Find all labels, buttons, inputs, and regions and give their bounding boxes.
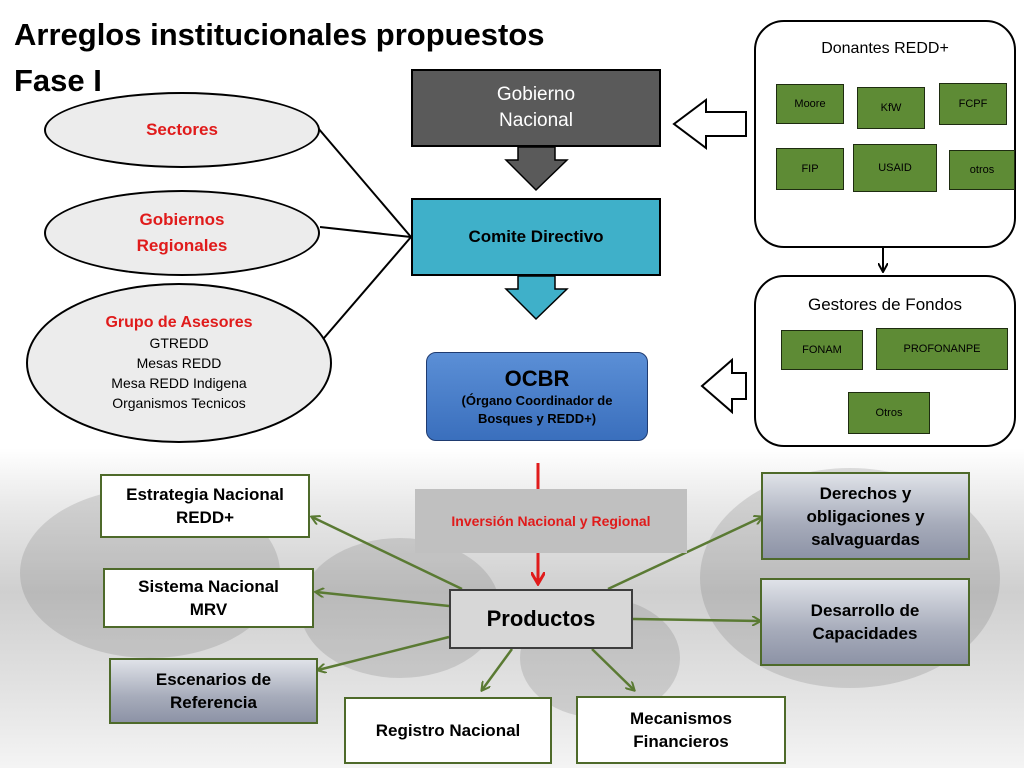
sectores-label: Sectores xyxy=(146,120,218,139)
asesores-item: Organismos Tecnicos xyxy=(112,395,246,411)
donor-usaid: USAID xyxy=(853,144,937,192)
donor-moore: Moore xyxy=(776,84,844,124)
donor-kfw: KfW xyxy=(857,87,925,129)
gestores-panel: Gestores de Fondos FONAM PROFONANPE Otro… xyxy=(754,275,1016,447)
ocbr-box: OCBR (Órgano Coordinador de Bosques y RE… xyxy=(426,352,648,441)
donor-fcpf: FCPF xyxy=(939,83,1007,125)
line-gobiernos-comite xyxy=(319,226,412,238)
title-line-1: Arreglos institucionales propuestos xyxy=(14,17,545,52)
asesores-heading: Grupo de Asesores xyxy=(105,314,253,331)
arrow-to-derechos xyxy=(607,517,762,591)
line-sectores-comite xyxy=(317,127,412,238)
derechos-line-1: Derechos y xyxy=(819,483,912,503)
desarrollo-line-1: Desarrollo de xyxy=(810,601,920,620)
output-estrategia: Estrategia Nacional REDD+ xyxy=(100,474,310,538)
arrow-to-estrategia xyxy=(312,517,463,591)
escenarios-line-1: Escenarios de xyxy=(155,670,272,689)
arrow-comite-ocbr xyxy=(504,275,569,321)
mecanismos-line-1: Mecanismos xyxy=(629,709,733,728)
arrow-to-sistema xyxy=(316,592,450,608)
estrategia-line-1: Estrategia Nacional xyxy=(126,485,284,504)
page-title: Arreglos institucionales propuestos Fase… xyxy=(14,12,545,104)
gobierno-nacional-box: Gobierno Nacional xyxy=(411,69,661,147)
ocbr-title: OCBR xyxy=(504,365,570,391)
ellipse-grupo-asesores: Grupo de Asesores GTREDD Mesas REDD Mesa… xyxy=(26,283,332,443)
output-mecanismos: Mecanismos Financieros xyxy=(576,696,786,764)
escenarios-line-2: Referencia xyxy=(170,693,257,712)
gestores-heading: Gestores de Fondos xyxy=(807,295,963,314)
arrow-gestores-ocbr xyxy=(700,357,747,415)
productos-box: Productos xyxy=(449,589,633,649)
ocbr-line-2: Bosques y REDD+) xyxy=(477,410,597,426)
registro-label: Registro Nacional xyxy=(375,721,521,740)
output-escenarios: Escenarios de Referencia xyxy=(109,658,318,724)
ellipse-sectores: Sectores xyxy=(44,92,320,168)
title-line-2: Fase I xyxy=(14,63,102,98)
sistema-line-1: Sistema Nacional xyxy=(138,577,279,596)
line-asesores-comite xyxy=(317,236,412,346)
output-desarrollo: Desarrollo de Capacidades xyxy=(760,578,970,666)
derechos-line-3: salvaguardas xyxy=(811,529,920,549)
gestor-fonam: FONAM xyxy=(781,330,863,370)
output-registro: Registro Nacional xyxy=(344,697,552,764)
ellipse-gobiernos-regionales: Gobiernos Regionales xyxy=(44,190,320,276)
gobierno-line-1: Gobierno xyxy=(496,84,576,105)
donantes-panel: Donantes REDD+ Moore KfW FCPF FIP USAID … xyxy=(754,20,1016,248)
estrategia-line-2: REDD+ xyxy=(175,508,235,527)
sistema-line-2: MRV xyxy=(189,600,228,619)
gobierno-line-2: Nacional xyxy=(499,110,573,131)
comite-label: Comite Directivo xyxy=(468,227,604,246)
derechos-line-2: obligaciones y xyxy=(806,506,925,526)
gobiernos-line-1: Gobiernos xyxy=(139,210,225,229)
output-sistema: Sistema Nacional MRV xyxy=(103,568,314,628)
gestor-otros: Otros xyxy=(848,392,930,434)
output-derechos: Derechos y obligaciones y salvaguardas xyxy=(761,472,970,560)
asesores-item: Mesa REDD Indigena xyxy=(111,375,247,391)
donantes-heading: Donantes REDD+ xyxy=(821,40,949,57)
inversion-label: Inversión Nacional y Regional xyxy=(451,513,651,529)
inversion-box: Inversión Nacional y Regional xyxy=(415,489,687,553)
arrow-to-escenarios xyxy=(318,635,450,670)
arrow-to-mecanismos xyxy=(591,648,634,690)
asesores-item: Mesas REDD xyxy=(136,355,222,371)
donor-fip: FIP xyxy=(776,148,844,190)
arrow-gobierno-comite xyxy=(504,146,569,192)
arrow-to-registro xyxy=(482,648,514,690)
donor-otros: otros xyxy=(949,150,1015,190)
asesores-item: GTREDD xyxy=(149,335,209,351)
arrow-to-desarrollo xyxy=(632,619,760,621)
ocbr-line-1: (Órgano Coordinador de xyxy=(461,392,613,408)
gestor-profonanpe: PROFONANPE xyxy=(876,328,1008,370)
mecanismos-line-2: Financieros xyxy=(633,732,729,751)
gobiernos-line-2: Regionales xyxy=(136,236,228,255)
arrow-donantes-gobierno xyxy=(672,98,747,150)
comite-directivo-box: Comite Directivo xyxy=(411,198,661,276)
desarrollo-line-2: Capacidades xyxy=(812,624,918,643)
productos-label: Productos xyxy=(486,606,596,631)
